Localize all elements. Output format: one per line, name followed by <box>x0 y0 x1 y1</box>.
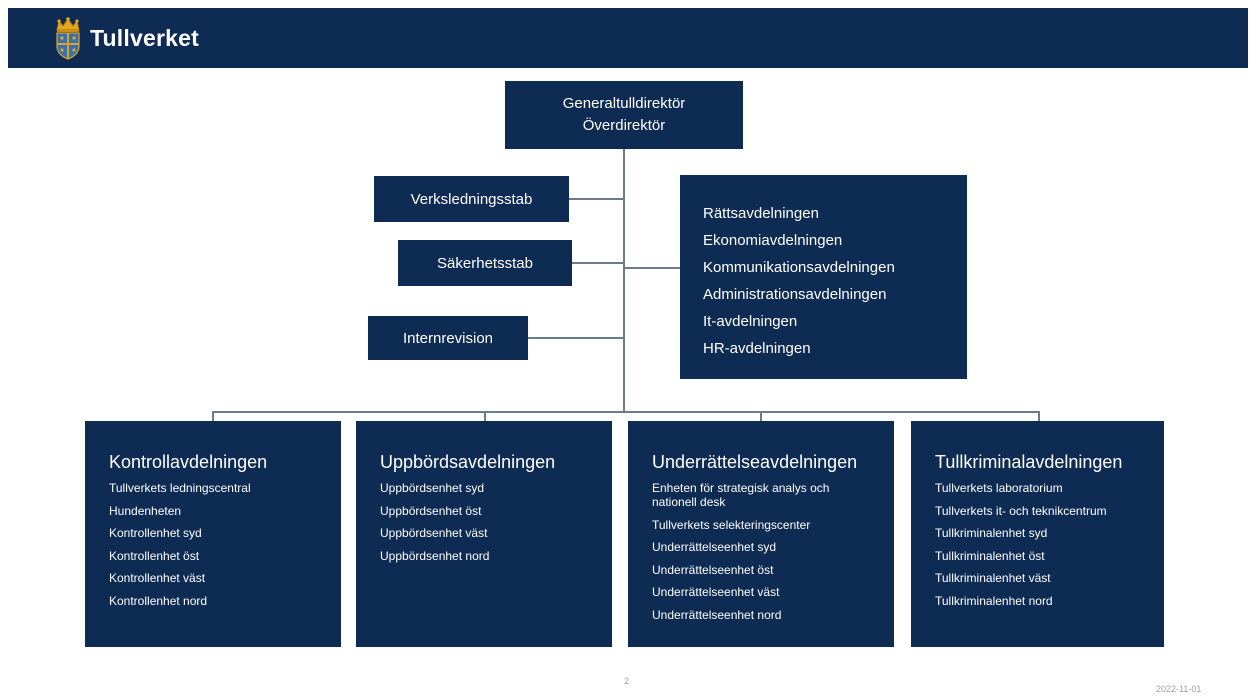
department-item: Kommunikationsavdelningen <box>703 259 895 276</box>
unit-list: Enheten för strategisk analys och nation… <box>652 481 894 622</box>
unit-item: Underrättelseenhet nord <box>652 607 782 622</box>
unit-item: Uppbördsenhet nord <box>380 548 490 563</box>
department-item: Rättsavdelningen <box>703 205 819 222</box>
division-box-underrattelse: Underrättelseavdelningen Enheten för str… <box>628 421 894 647</box>
staff-label: Verksledningsstab <box>410 190 533 208</box>
department-item: Administrationsavdelningen <box>703 286 887 303</box>
department-item: HR-avdelningen <box>703 340 811 357</box>
staff-box-verksledningsstab: Verksledningsstab <box>374 176 569 222</box>
connector-departments <box>624 267 680 269</box>
division-box-kontroll: Kontrollavdelningen Tullverkets lednings… <box>85 421 341 647</box>
unit-item: Kontrollenhet nord <box>109 593 208 608</box>
unit-list: Uppbördsenhet syd Uppbördsenhet öst Uppb… <box>380 481 612 563</box>
unit-item: Underrättelseenhet syd <box>652 540 777 554</box>
unit-item: Tullkriminalenhet väst <box>935 571 1051 585</box>
department-item: It-avdelningen <box>703 313 798 330</box>
unit-item: Enheten för strategisk analys och nation… <box>652 481 830 509</box>
unit-item: Tullverkets laboratorium <box>935 481 1063 495</box>
staff-box-internrevision: Internrevision <box>368 316 528 360</box>
division-title: Uppbördsavdelningen <box>380 452 556 472</box>
unit-item: Hundenheten <box>109 503 182 518</box>
unit-item: Uppbördsenhet väst <box>380 526 488 540</box>
division-title: Kontrollavdelningen <box>109 452 268 472</box>
connector-main-vertical <box>623 149 625 412</box>
director-general-title: Generaltulldirektör <box>562 95 686 112</box>
division-title: Tullkriminalavdelningen <box>935 452 1123 472</box>
unit-item: Kontrollenhet väst <box>109 571 206 585</box>
unit-item: Kontrollenhet öst <box>109 548 200 563</box>
connector-horizontal-bus <box>212 411 1040 413</box>
central-departments-box: Rättsavdelningen Ekonomiavdelningen Komm… <box>680 175 967 379</box>
staff-label: Säkerhetsstab <box>437 254 533 272</box>
connector-division-4 <box>1038 411 1040 421</box>
connector-division-2 <box>484 411 486 421</box>
staff-label: Internrevision <box>402 329 494 347</box>
unit-item: Tullverkets it- och teknikcentrum <box>935 503 1107 518</box>
unit-list: Tullverkets ledningscentral Hundenheten … <box>109 481 341 608</box>
unit-item: Kontrollenhet syd <box>109 526 202 540</box>
unit-item: Underrättelseenhet öst <box>652 562 774 577</box>
connector-division-3 <box>760 411 762 421</box>
unit-item: Tullverkets selekteringscenter <box>652 517 811 532</box>
page-number: 2 <box>624 676 630 686</box>
department-item: Ekonomiavdelningen <box>703 232 843 249</box>
unit-item: Tullverkets ledningscentral <box>109 481 251 495</box>
footer-date: 2022-11-01 <box>1156 684 1202 694</box>
crown-shield-logo-icon <box>56 17 80 60</box>
division-box-tullkriminal: Tullkriminalavdelningen Tullverkets labo… <box>911 421 1164 647</box>
division-title: Underrättelseavdelningen <box>652 452 858 472</box>
staff-box-sakerhetsstab: Säkerhetsstab <box>398 240 572 286</box>
unit-item: Tullkriminalenhet syd <box>935 526 1048 540</box>
deputy-director-title: Överdirektör <box>582 117 666 134</box>
logo-text: Tullverket <box>90 25 199 51</box>
unit-item: Uppbördsenhet öst <box>380 503 482 518</box>
header-bar: Tullverket <box>8 8 1248 68</box>
connector-staff-2 <box>572 262 624 264</box>
division-box-uppbord: Uppbördsavdelningen Uppbördsenhet syd Up… <box>356 421 612 647</box>
unit-list: Tullverkets laboratorium Tullverkets it-… <box>935 481 1164 608</box>
director-general-box: Generaltulldirektör Överdirektör <box>505 81 743 149</box>
unit-item: Uppbördsenhet syd <box>380 481 485 495</box>
connector-staff-1 <box>569 198 624 200</box>
connector-staff-3 <box>528 337 624 339</box>
unit-item: Tullkriminalenhet öst <box>935 548 1045 563</box>
unit-item: Underrättelseenhet väst <box>652 585 780 599</box>
unit-item: Tullkriminalenhet nord <box>935 593 1053 608</box>
connector-division-1 <box>212 411 214 421</box>
